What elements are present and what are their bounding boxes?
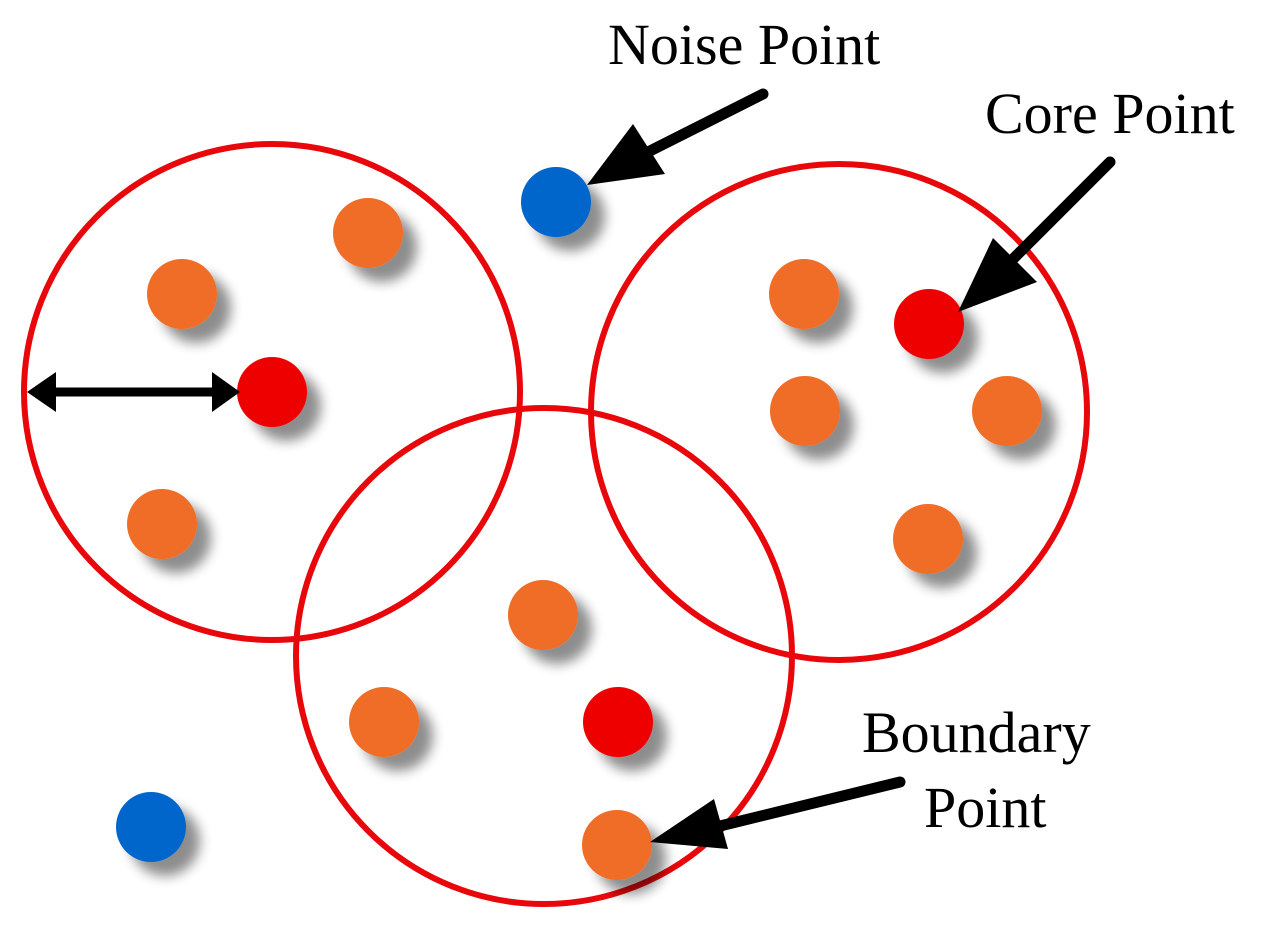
data-points [116, 167, 1042, 880]
noise-point-1 [521, 167, 591, 237]
epsilon-radius-arrow [27, 372, 240, 412]
noise-point-label: Noise Point [608, 12, 880, 77]
border-point-9 [769, 259, 839, 329]
core-pointer-arrow [958, 156, 1116, 312]
boundary-pointer-arrow [650, 776, 906, 849]
border-point-13 [508, 580, 578, 650]
noise-arrow-head [587, 124, 665, 185]
border-point-15 [582, 810, 652, 880]
boundary-point-label-line2: Point [924, 775, 1047, 840]
border-point-14 [349, 687, 419, 757]
noise-point-2 [116, 792, 186, 862]
core-arrow-shaft [1004, 156, 1116, 268]
boundary-arrow-shaft [714, 776, 906, 832]
border-point-12 [893, 504, 963, 574]
core-point-5 [583, 687, 653, 757]
epsilon-arrow-head-right [212, 372, 240, 412]
border-point-10 [770, 376, 840, 446]
border-point-6 [333, 198, 403, 268]
epsilon-arrow-head-left [27, 372, 56, 412]
core-arrow-head [958, 238, 1037, 312]
neighborhood-circle-left [21, 141, 523, 643]
neighborhood-circles [21, 141, 1090, 907]
boundary-arrow-head [650, 799, 728, 849]
boundary-point-label-line1: Boundary [862, 700, 1091, 765]
noise-arrow-shaft [634, 88, 769, 162]
noise-pointer-arrow [587, 88, 769, 185]
border-point-8 [127, 489, 197, 559]
core-point-label: Core Point [985, 81, 1235, 146]
neighborhood-circle-right [588, 161, 1090, 663]
border-point-11 [972, 376, 1042, 446]
border-point-7 [147, 259, 217, 329]
core-point-3 [237, 357, 307, 427]
core-point-4 [894, 289, 964, 359]
